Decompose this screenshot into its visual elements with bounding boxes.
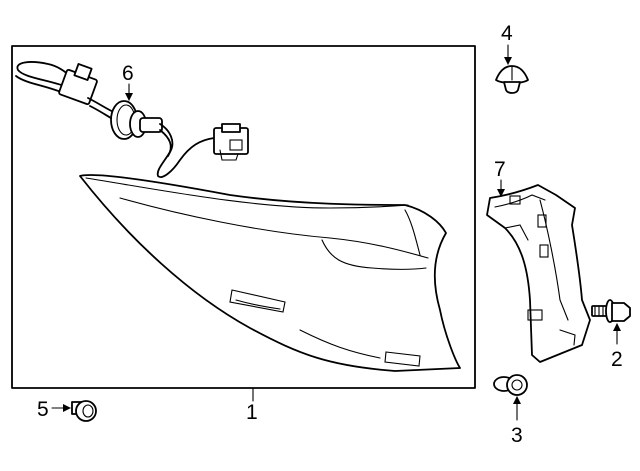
callout-2: 2	[611, 348, 623, 371]
tail-lamp-housing[interactable]	[79, 174, 461, 372]
callout-6: 6	[122, 62, 134, 85]
bolt[interactable]	[591, 299, 631, 323]
grommet[interactable]	[493, 374, 528, 396]
trim-panel[interactable]	[486, 184, 591, 363]
callout-5: 5	[37, 398, 49, 421]
callout-7: 7	[494, 158, 506, 181]
callout-3: 3	[511, 424, 523, 447]
callout-4: 4	[501, 22, 513, 45]
callout-1: 1	[246, 401, 258, 424]
clip[interactable]	[495, 65, 529, 94]
wiring-harness-socket[interactable]	[15, 61, 249, 178]
push-pin[interactable]	[71, 400, 97, 422]
assembly-frame	[11, 45, 476, 389]
